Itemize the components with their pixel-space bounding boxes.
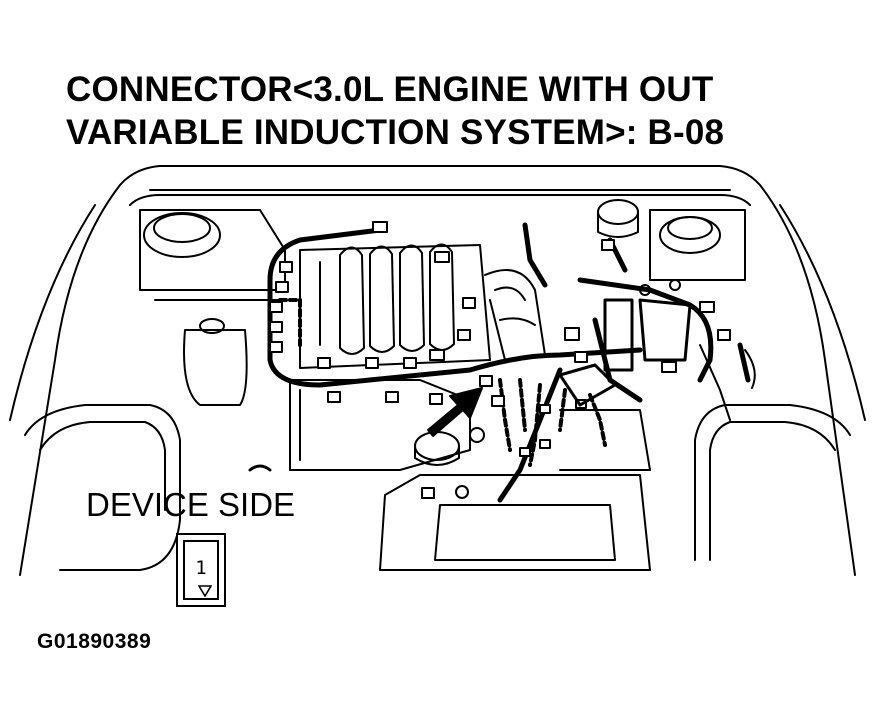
pointer-arrow	[427, 387, 483, 437]
locking-tab-triangle-icon	[198, 585, 212, 597]
ground-terminals	[455, 279, 681, 499]
engine-compartment-drawing	[9, 165, 866, 576]
engine-block	[289, 379, 651, 571]
left-reservoir	[183, 318, 248, 406]
pin-number: 1	[195, 557, 207, 579]
right-lower-panel	[694, 404, 851, 561]
right-strut-tower	[597, 199, 746, 281]
connector-face: 1	[176, 533, 226, 607]
connector-cavity: 1	[183, 540, 219, 600]
figure-id: G01890389	[37, 630, 152, 653]
device-side-label: DEVICE SIDE	[86, 486, 296, 523]
title-line-2: VARIABLE INDUCTION SYSTEM>: B-08	[66, 113, 725, 152]
title-line-1: CONNECTOR<3.0L ENGINE WITH OUT	[66, 70, 714, 109]
left-strut-tower	[139, 209, 286, 301]
right-hoses	[248, 344, 756, 472]
intake-manifold	[299, 243, 491, 369]
diagram-title: CONNECTOR<3.0L ENGINE WITH OUT VARIABLE …	[66, 68, 866, 154]
harness-dashed	[278, 298, 607, 467]
left-lower-panel	[24, 404, 181, 571]
relay-box	[558, 298, 692, 407]
body-outline	[9, 165, 866, 576]
air-intake-duct	[484, 269, 546, 361]
